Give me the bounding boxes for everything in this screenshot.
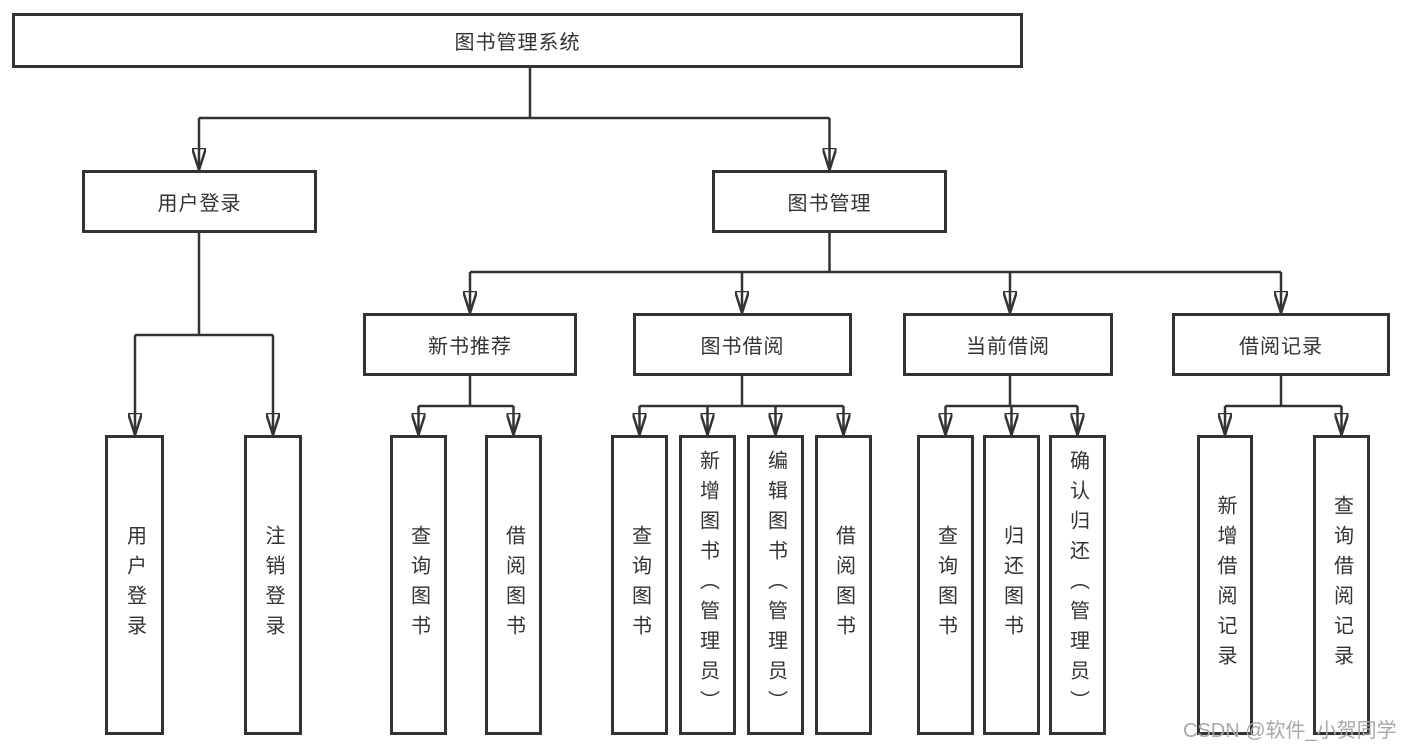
node-leaf-current-query-book: 查询图书 (917, 435, 974, 735)
node-leaf-logout: 注销登录 (244, 435, 302, 735)
node-leaf-current-confirm-return-label: 确认归还（管理员） (1066, 450, 1089, 720)
node-user-login-label: 用户登录 (157, 193, 242, 215)
node-new-book-recommend-label: 新书推荐 (428, 336, 512, 358)
node-leaf-borrow-query-book-label: 查询图书 (628, 525, 651, 645)
node-book-borrow-label: 图书借阅 (700, 336, 785, 358)
node-user-login: 用户登录 (82, 170, 317, 233)
node-leaf-borrow-add-book-label: 新增图书（管理员） (696, 450, 719, 720)
node-leaf-current-return-book: 归还图书 (983, 435, 1040, 735)
node-leaf-record-add-label: 新增借阅记录 (1214, 495, 1236, 675)
connector-book-management-children (470, 233, 1281, 313)
node-leaf-borrow-borrow-book-label: 借阅图书 (832, 525, 855, 645)
connector-user-login-children (135, 233, 273, 435)
node-leaf-logout-label: 注销登录 (262, 525, 284, 645)
node-leaf-borrow-borrow-book: 借阅图书 (815, 435, 872, 735)
node-book-management: 图书管理 (712, 170, 947, 233)
connector-root-to-level2 (199, 68, 830, 170)
node-borrow-record: 借阅记录 (1172, 313, 1390, 376)
node-leaf-current-return-book-label: 归还图书 (1000, 525, 1023, 645)
node-borrow-record-label: 借阅记录 (1239, 336, 1323, 358)
node-book-borrow: 图书借阅 (633, 313, 852, 376)
connector-book-borrow-children (640, 376, 844, 435)
connector-new-book-recommend-children (419, 376, 514, 435)
node-leaf-current-query-book-label: 查询图书 (934, 525, 957, 645)
node-leaf-borrow-edit-book-label: 编辑图书（管理员） (764, 450, 787, 720)
node-leaf-record-query-label: 查询借阅记录 (1330, 495, 1353, 675)
node-leaf-borrow-query-book: 查询图书 (611, 435, 668, 735)
node-leaf-recommend-borrow-book: 借阅图书 (485, 435, 542, 735)
node-leaf-borrow-edit-book: 编辑图书（管理员） (747, 435, 804, 735)
node-leaf-user-login-label: 用户登录 (123, 525, 146, 645)
node-root: 图书管理系统 (12, 13, 1023, 68)
csdn-watermark: CSDN @软件_小贺同学 (1183, 720, 1397, 742)
node-leaf-recommend-query-book-label: 查询图书 (407, 525, 430, 645)
node-leaf-user-login: 用户登录 (105, 435, 164, 735)
node-current-borrow: 当前借阅 (903, 313, 1113, 376)
node-leaf-record-add: 新增借阅记录 (1197, 435, 1253, 735)
node-leaf-borrow-add-book: 新增图书（管理员） (679, 435, 736, 735)
node-book-management-label: 图书管理 (787, 193, 872, 215)
node-leaf-current-confirm-return: 确认归还（管理员） (1049, 435, 1106, 735)
node-leaf-record-query: 查询借阅记录 (1313, 435, 1370, 735)
node-root-label: 图书管理系统 (454, 32, 581, 54)
node-leaf-recommend-query-book: 查询图书 (390, 435, 447, 735)
node-leaf-recommend-borrow-book-label: 借阅图书 (502, 525, 525, 645)
node-new-book-recommend: 新书推荐 (363, 313, 577, 376)
connector-current-borrow-children (946, 376, 1078, 435)
connector-borrow-record-children (1225, 376, 1342, 435)
node-current-borrow-label: 当前借阅 (966, 336, 1050, 358)
